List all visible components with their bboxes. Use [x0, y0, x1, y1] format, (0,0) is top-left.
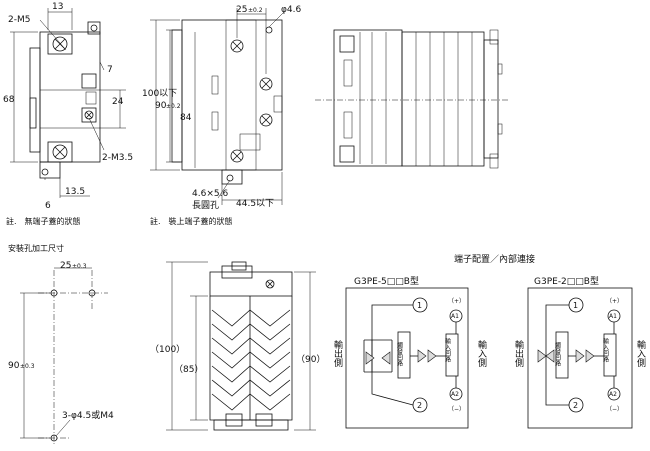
note-no-cover: 註. 無端子蓋的狀態 — [6, 216, 81, 226]
left-input-side: 輸入側 — [476, 339, 487, 367]
note-with-cover: 註. 裝上端子蓋的狀態 — [150, 216, 233, 226]
heatsink-dim-100: （100） — [150, 344, 185, 355]
heatsink-dim-90: （90） — [296, 354, 325, 365]
right-terminal-a2: A2 — [609, 391, 617, 398]
dim-13-5: 13.5 — [65, 187, 85, 197]
right-plus: （+） — [606, 298, 623, 305]
dim-13: 13 — [52, 2, 63, 12]
tol-25: ±0.2 — [248, 7, 263, 14]
left-output-side: 輸出側 — [332, 339, 343, 367]
right-input-circuit-label: 輸入回路 — [602, 337, 609, 363]
screw-label-2m5: 2-M5 — [8, 15, 30, 25]
left-input-circuit-label: 輸入回路 — [444, 337, 451, 363]
dim-100-max: 100以下 — [142, 89, 177, 99]
hole-dia-4-6: φ4.6 — [281, 5, 302, 15]
dim-24: 24 — [112, 97, 124, 107]
wiring-title: 端子配置／內部連接 — [454, 253, 535, 265]
left-terminal-2: 2 — [417, 401, 422, 410]
front-view-no-cover — [10, 8, 126, 198]
dim-25: 25 — [236, 5, 247, 15]
mounting-holes-view — [20, 267, 108, 446]
side-view — [315, 29, 510, 169]
dim-90: 90 — [155, 101, 167, 111]
right-minus: （−） — [606, 406, 623, 413]
right-output-side: 輸出側 — [513, 339, 524, 367]
mount-dim-90: 90 — [8, 361, 20, 371]
wiring-diagram-g3pe5 — [345, 287, 469, 429]
mount-dim-25: 25 — [60, 261, 71, 271]
right-input-side: 輸入側 — [635, 339, 646, 367]
right-trigger-label: 觸發回路 — [554, 341, 561, 367]
tol-90: ±0.2 — [166, 103, 181, 110]
right-terminal-1: 1 — [573, 301, 578, 310]
dim-44-5-max: 44.5以下 — [236, 199, 274, 209]
screw-label-2m35: 2-M3.5 — [102, 153, 133, 163]
heatsink-dim-85: （85） — [174, 364, 203, 375]
left-minus: （−） — [448, 406, 465, 413]
wiring-diagram-g3pe2 — [527, 287, 633, 429]
left-trigger-label: 觸發回路 — [396, 341, 403, 367]
heatsink-view — [166, 261, 316, 431]
slot-label: 長圓孔 — [192, 200, 219, 211]
left-plus: （+） — [448, 298, 465, 305]
mount-tol-90: ±0.3 — [20, 363, 35, 370]
mount-holes-label: 3-φ4.5或M4 — [62, 409, 114, 421]
dim-6: 6 — [45, 201, 51, 211]
left-terminal-1: 1 — [417, 301, 422, 310]
dim-68: 68 — [3, 95, 15, 105]
dim-7: 7 — [107, 65, 113, 75]
slot-size: 4.6×5.6 — [192, 189, 228, 199]
front-view-with-cover — [150, 8, 285, 205]
right-terminal-2: 2 — [573, 401, 578, 410]
mount-tol-25: ±0.3 — [72, 263, 87, 270]
wiring-right-title: G3PE-2□□B型 — [534, 276, 599, 287]
left-terminal-a2: A2 — [451, 391, 459, 398]
right-terminal-a1: A1 — [609, 313, 617, 320]
dim-84: 84 — [180, 113, 192, 123]
left-terminal-a1: A1 — [451, 313, 459, 320]
wiring-left-title: G3PE-5□□B型 — [354, 276, 419, 287]
mount-title: 安裝孔加工尺寸 — [8, 243, 64, 253]
